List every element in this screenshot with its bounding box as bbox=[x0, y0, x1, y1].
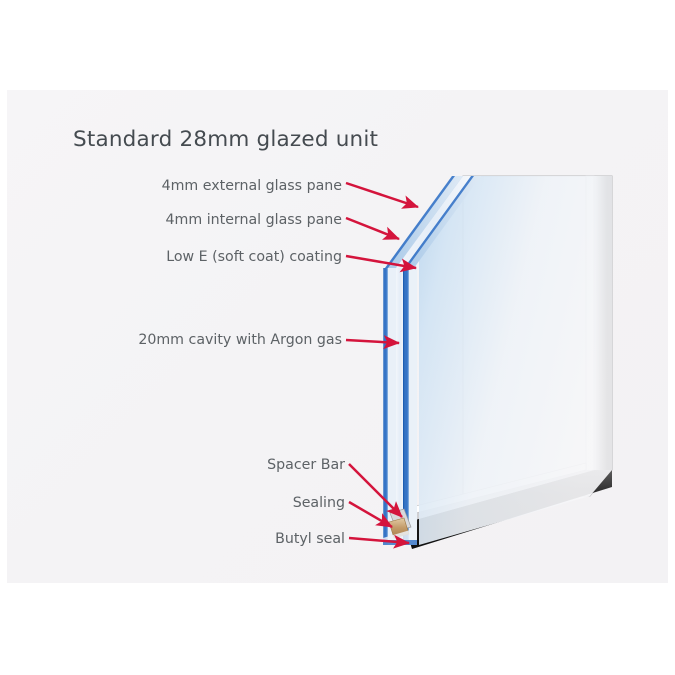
arrow-butyl-seal bbox=[348, 534, 410, 549]
label-external-pane: 4mm external glass pane bbox=[161, 178, 342, 194]
low-e-coating-line bbox=[403, 268, 405, 545]
arrow-argon-cavity bbox=[345, 335, 400, 350]
arrow-spacer-bar bbox=[348, 463, 403, 518]
label-internal-pane: 4mm internal glass pane bbox=[165, 212, 342, 228]
argon-cavity-column bbox=[396, 268, 404, 545]
external-pane-edge bbox=[383, 268, 396, 545]
label-argon-cavity: 20mm cavity with Argon gas bbox=[138, 332, 342, 348]
internal-pane-edge bbox=[404, 268, 417, 545]
label-butyl-seal: Butyl seal bbox=[275, 531, 345, 547]
label-low-e-coating: Low E (soft coat) coating bbox=[166, 249, 342, 265]
bevel-cavity bbox=[396, 176, 471, 268]
label-sealing: Sealing bbox=[292, 495, 345, 511]
label-spacer-bar: Spacer Bar bbox=[267, 457, 345, 473]
arrow-sealing bbox=[348, 500, 393, 529]
diagram-title: Standard 28mm glazed unit bbox=[73, 127, 379, 152]
arrow-external-pane bbox=[345, 181, 419, 209]
arrow-low-e-coating bbox=[345, 254, 417, 273]
bevel-internal-pane bbox=[404, 176, 481, 268]
front-glass-face bbox=[419, 176, 612, 545]
arrow-internal-pane bbox=[345, 216, 400, 241]
